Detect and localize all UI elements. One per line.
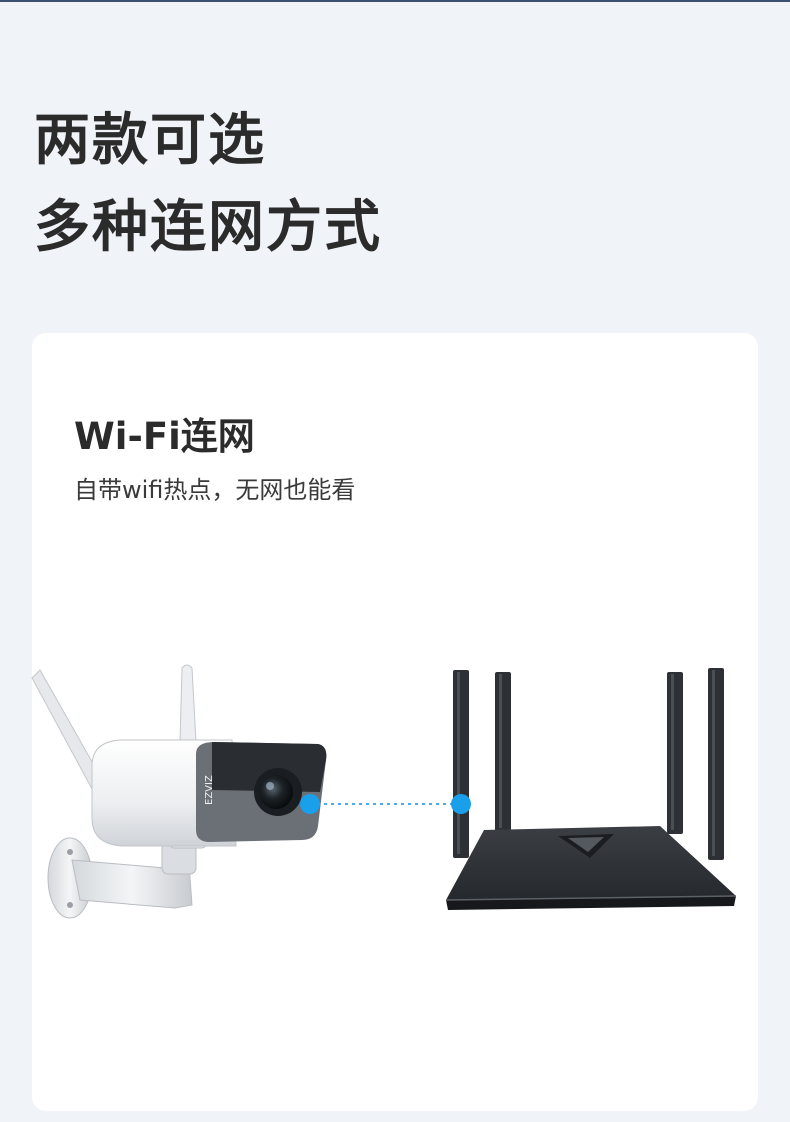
camera-connection-dot bbox=[300, 794, 320, 814]
headline-line-1: 两款可选 bbox=[34, 108, 266, 173]
router-image bbox=[445, 668, 737, 910]
card-subtitle: 自带wifi热点，无网也能看 bbox=[74, 476, 356, 504]
wifi-connection bbox=[300, 794, 471, 814]
router-connection-dot bbox=[451, 794, 471, 814]
camera-brand-label: EZVIZ bbox=[204, 775, 215, 805]
camera-image: EZVIZ bbox=[31, 664, 327, 919]
wifi-card: Wi-Fi连网 自带wifi热点，无网也能看 bbox=[32, 333, 758, 1111]
headline-line-2: 多种连网方式 bbox=[34, 195, 382, 260]
top-border bbox=[0, 0, 790, 2]
card-title: Wi-Fi连网 bbox=[74, 415, 255, 458]
